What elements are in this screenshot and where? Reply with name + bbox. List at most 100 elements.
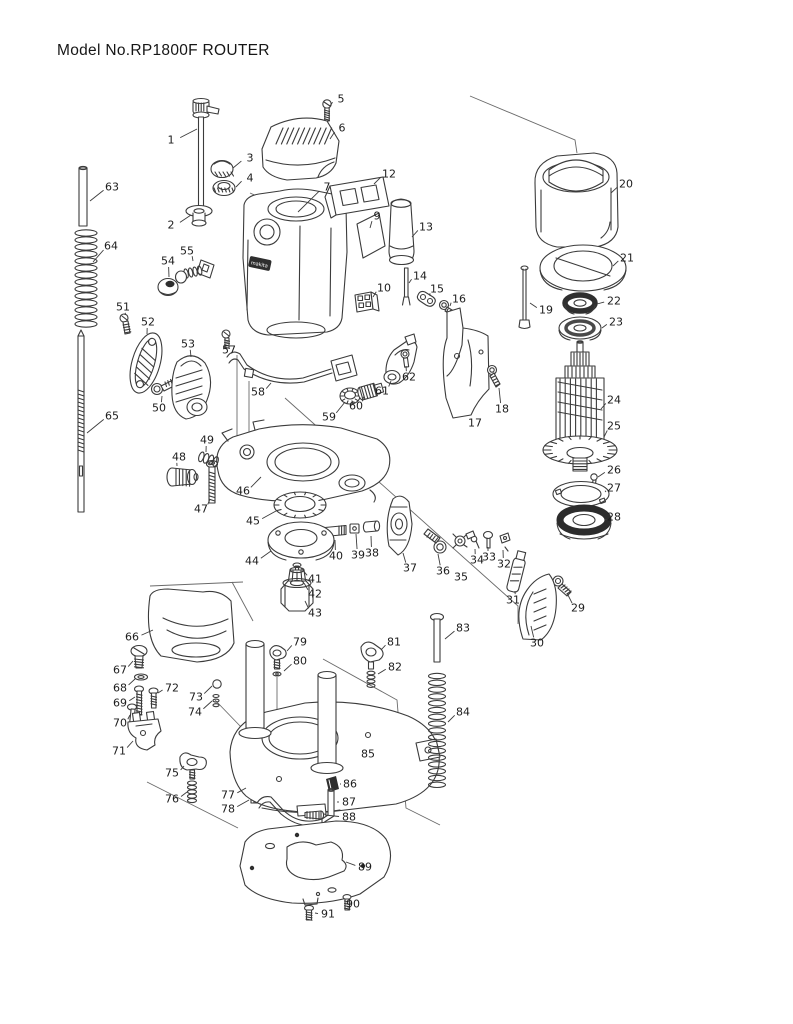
part-label-61: 61 [375,385,389,398]
part-label-69: 69 [113,697,127,710]
leader-line-20 [610,186,618,194]
leader-line-22 [596,301,605,305]
part-label-63: 63 [105,181,119,194]
part-label-65: 65 [105,410,119,423]
leader-line-36 [437,553,441,566]
leader-line-80 [283,663,292,672]
leader-line-69 [129,696,136,702]
part-sketch-89 [239,820,392,906]
leader-line-14 [408,278,412,284]
leader-line-45 [261,510,277,520]
part-sketch-18 [486,364,501,388]
part-label-78: 78 [221,803,235,816]
leader-line-63 [89,189,104,202]
part-label-15: 15 [430,283,444,296]
part-label-57: 57 [222,344,236,357]
leader-line-60 [361,395,365,402]
leader-line-67 [127,660,134,667]
leader-lines [86,101,619,914]
part-sketch-45 [273,491,327,519]
part-sketch-30 [518,573,557,641]
part-label-12: 12 [382,168,396,181]
part-label-37: 37 [403,562,417,575]
part-sketch-83 [429,612,445,663]
part-label-22: 22 [607,295,621,308]
leader-line-70 [127,714,131,720]
part-label-66: 66 [125,631,139,644]
part-sketch-53 [171,355,212,420]
part-sketch-17 [442,307,490,419]
part-labels: 1234567910121314151617181920212223242526… [104,93,634,921]
part-sketch-23 [558,316,602,341]
part-label-64: 64 [104,240,118,253]
part-label-30: 30 [530,637,544,650]
part-label-60: 60 [349,400,363,413]
part-sketch-1 [192,97,220,214]
part-label-89: 89 [358,861,372,874]
part-sketch-86 [326,776,339,792]
page-title: Model No.RP1800F ROUTER [57,42,270,59]
leader-line-39 [355,533,358,550]
part-label-3: 3 [247,152,254,165]
leader-line-81 [380,644,386,651]
part-label-45: 45 [246,515,260,528]
part-label-75: 75 [165,767,179,780]
part-label-84: 84 [456,706,470,719]
part-label-16: 16 [452,293,466,306]
part-label-72: 72 [165,682,179,695]
part-sketch-65 [77,329,85,513]
part-sketch-54 [157,277,179,297]
leader-line-2 [179,214,192,223]
part-sketch-47 [205,459,219,504]
leader-line-77 [237,787,247,794]
part-sketch-22 [562,292,598,315]
part-label-41: 41 [308,573,322,586]
part-sketch-55 [174,259,215,284]
part-label-40: 40 [329,550,343,563]
part-sketch-41 [292,562,302,571]
part-label-77: 77 [221,789,235,802]
part-sketch-5 [322,99,332,122]
part-sketch-80 [272,671,282,677]
part-label-58: 58 [251,386,265,399]
leader-line-72 [157,689,163,694]
part-sketch-37 [386,495,413,556]
part-label-80: 80 [293,655,307,668]
part-sketch-31 [506,550,527,593]
part-label-90: 90 [346,898,360,911]
part-sketch-84 [427,672,447,789]
part-label-23: 23 [609,316,623,329]
part-sketch-76 [186,780,198,804]
part-sketch-91 [303,904,315,921]
leader-line-21 [612,260,619,267]
leader-line-75 [180,765,185,771]
part-label-88: 88 [342,811,356,824]
part-sketch-79 [269,644,287,670]
part-sketch-35 [452,530,476,549]
part-label-6: 6 [339,122,346,135]
leader-line-24 [600,403,607,410]
part-label-27: 27 [607,482,621,495]
leader-line-44 [260,550,272,559]
part-sketch-72 [148,687,159,709]
part-label-35: 35 [454,571,468,584]
part-sketch-63 [78,165,88,227]
part-sketch-85 [229,639,441,817]
part-label-7: 7 [324,181,331,194]
part-label-31: 31 [506,594,520,607]
part-label-46: 46 [236,485,250,498]
leader-line-6 [329,131,336,140]
part-label-4: 4 [247,172,254,185]
leader-line-9 [369,221,373,229]
part-label-62: 62 [402,371,416,384]
part-sketch-20 [534,152,619,260]
part-sketch-12 [324,176,390,219]
part-label-28: 28 [607,511,621,524]
leader-line-82 [377,668,386,675]
part-label-20: 20 [619,178,633,191]
part-label-9: 9 [374,210,381,223]
leader-line-4 [235,180,242,188]
part-label-48: 48 [172,451,186,464]
leader-line-65 [86,419,105,434]
